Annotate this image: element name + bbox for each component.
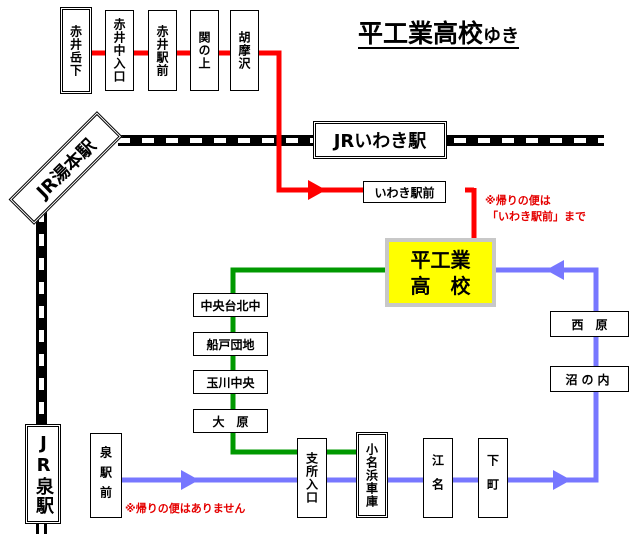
stop-numanouchi: 沼の内	[550, 366, 629, 392]
blue-arrow-right	[553, 470, 571, 490]
stop-seki-no-ue: 関の上	[190, 10, 219, 91]
stop-shitamachi: 下町	[478, 438, 508, 518]
stop-label: 赤井駅前	[155, 24, 169, 77]
stop-ena: 江名	[423, 438, 453, 518]
note-red-line1: ※帰りの便は	[485, 194, 551, 207]
page-title: 平工業高校ゆき	[358, 14, 519, 50]
note-red-line2: 「いわき駅前」まで	[487, 210, 586, 223]
stop-label: 下町	[485, 454, 500, 502]
stop-shisho-iriguchi: 支所入口	[297, 438, 327, 518]
destination-line2: 高 校	[410, 273, 471, 298]
stop-akaidake-shita: 赤井岳下	[60, 7, 92, 94]
stop-label: 関の上	[197, 31, 211, 70]
title-main: 平工業高校	[358, 19, 484, 48]
note-blue: ※帰りの便はありません	[125, 502, 246, 515]
stop-iwaki-ekimae: いわき駅前	[363, 181, 446, 203]
station-jr-iwaki: JRいわき駅	[313, 121, 447, 159]
blue-arrow-top	[546, 260, 564, 280]
stop-akai-naka-iriguchi: 赤井中入口	[105, 10, 134, 91]
stop-tamagawa-chuo: 玉川中央	[193, 370, 268, 394]
stop-label: 支所入口	[304, 452, 319, 504]
destination-line1: 平工業	[410, 247, 471, 272]
station-jr-izumi: JR泉駅	[25, 424, 61, 524]
stop-label: 船戸団地	[206, 337, 255, 352]
stop-izumi-ekimae: 泉駅前	[90, 433, 122, 518]
red-arrow	[308, 180, 326, 200]
blue-route	[110, 267, 599, 483]
stop-label: 玉川中央	[206, 375, 255, 390]
destination-box: 平工業 高 校	[385, 238, 496, 307]
stop-label: 小名浜車庫	[364, 442, 379, 508]
stop-label: 中央台北中	[200, 298, 261, 313]
stop-nishihara: 西 原	[550, 311, 629, 337]
blue-arrow-left	[181, 470, 199, 490]
stop-label: 胡摩沢	[237, 31, 251, 70]
stop-label: いわき駅前	[374, 185, 435, 200]
stop-label: 赤井中入口	[112, 18, 126, 83]
stop-label: 赤井岳下	[68, 24, 83, 77]
station-jr-iwaki-label: JRいわき駅	[333, 131, 427, 152]
title-suffix: ゆき	[483, 26, 520, 47]
stop-chuodai-kitachu: 中央台北中	[193, 293, 268, 317]
stop-onahama-shako: 小名浜車庫	[356, 432, 388, 518]
stop-gomazawa: 胡摩沢	[230, 10, 259, 91]
stop-funado-danchi: 船戸団地	[193, 332, 268, 356]
stop-ohara: 大 原	[193, 409, 268, 433]
stop-label: 大 原	[212, 414, 249, 429]
stop-label: 沼の内	[565, 372, 614, 387]
stop-akai-ekimae: 赤井駅前	[148, 10, 177, 91]
stop-label: 泉駅前	[98, 445, 113, 506]
station-jr-izumi-label: JR泉駅	[33, 433, 54, 515]
stop-label: 西 原	[571, 317, 608, 332]
stop-label: 江名	[430, 454, 445, 502]
